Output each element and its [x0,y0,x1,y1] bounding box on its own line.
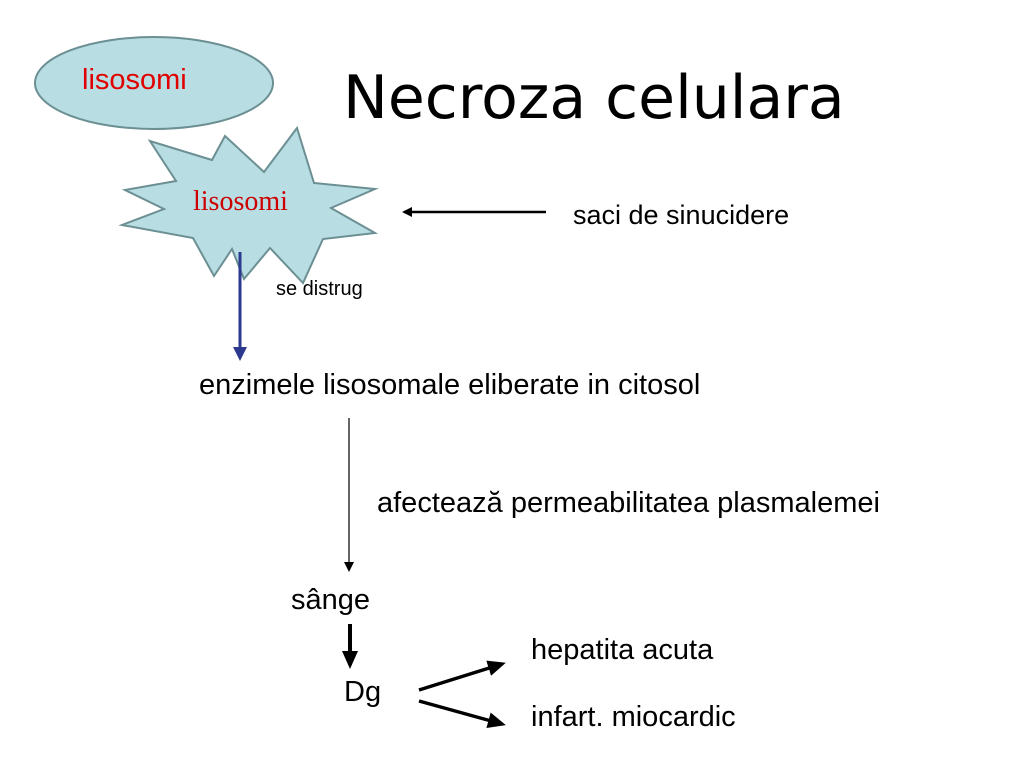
page-title: Necroza celulara [343,63,845,133]
dg-to-infarct-arrow [418,699,506,728]
permeability-label: afectează permeabilitatea plasmalemei [377,487,880,519]
infarct-label: infart. miocardic [531,701,736,733]
ellipse-lisosomi-label: lisosomi [82,64,187,96]
star-lisosomi-label: lisosomi [193,186,288,217]
destroy-label: se distrug [276,278,363,300]
blood-label: sânge [291,584,371,616]
hepatitis-label: hepatita acuta [531,634,714,666]
lisosomi-explosion-star [118,125,379,285]
dg-to-hepatitis-arrow [418,660,506,692]
diagnosis-label: Dg [344,676,382,708]
enzymes-label: enzimele lisosomale eliberate in citosol [199,369,701,401]
suicide-sacs-label: saci de sinucidere [573,200,790,230]
lisosomi-ellipse [34,36,274,130]
